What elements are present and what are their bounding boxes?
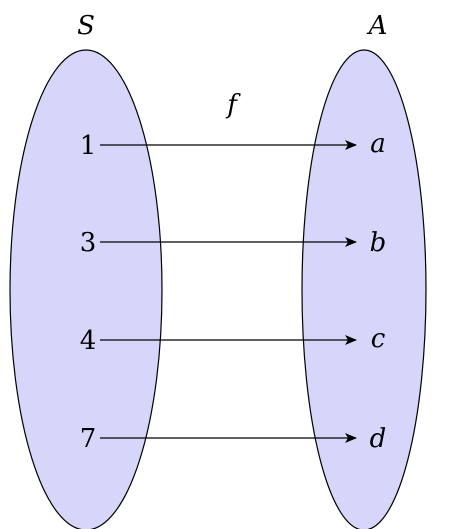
domain-element: 3	[80, 228, 97, 258]
set-a-label: A	[367, 11, 388, 41]
set-a-ellipse	[301, 49, 427, 529]
set-s-ellipse	[9, 49, 163, 529]
set-s-label: S	[77, 11, 95, 41]
domain-element: 1	[80, 131, 97, 161]
domain-elements: 1 3 4 7	[80, 131, 97, 454]
domain-element: 4	[80, 326, 97, 356]
arrows	[100, 140, 357, 443]
codomain-element: d	[370, 424, 387, 454]
codomain-elements: a b c d	[370, 129, 387, 454]
codomain-element: c	[371, 324, 386, 354]
function-label: f	[225, 90, 241, 120]
codomain-element: a	[370, 129, 386, 159]
domain-element: 7	[80, 424, 97, 454]
codomain-element: b	[370, 228, 387, 258]
